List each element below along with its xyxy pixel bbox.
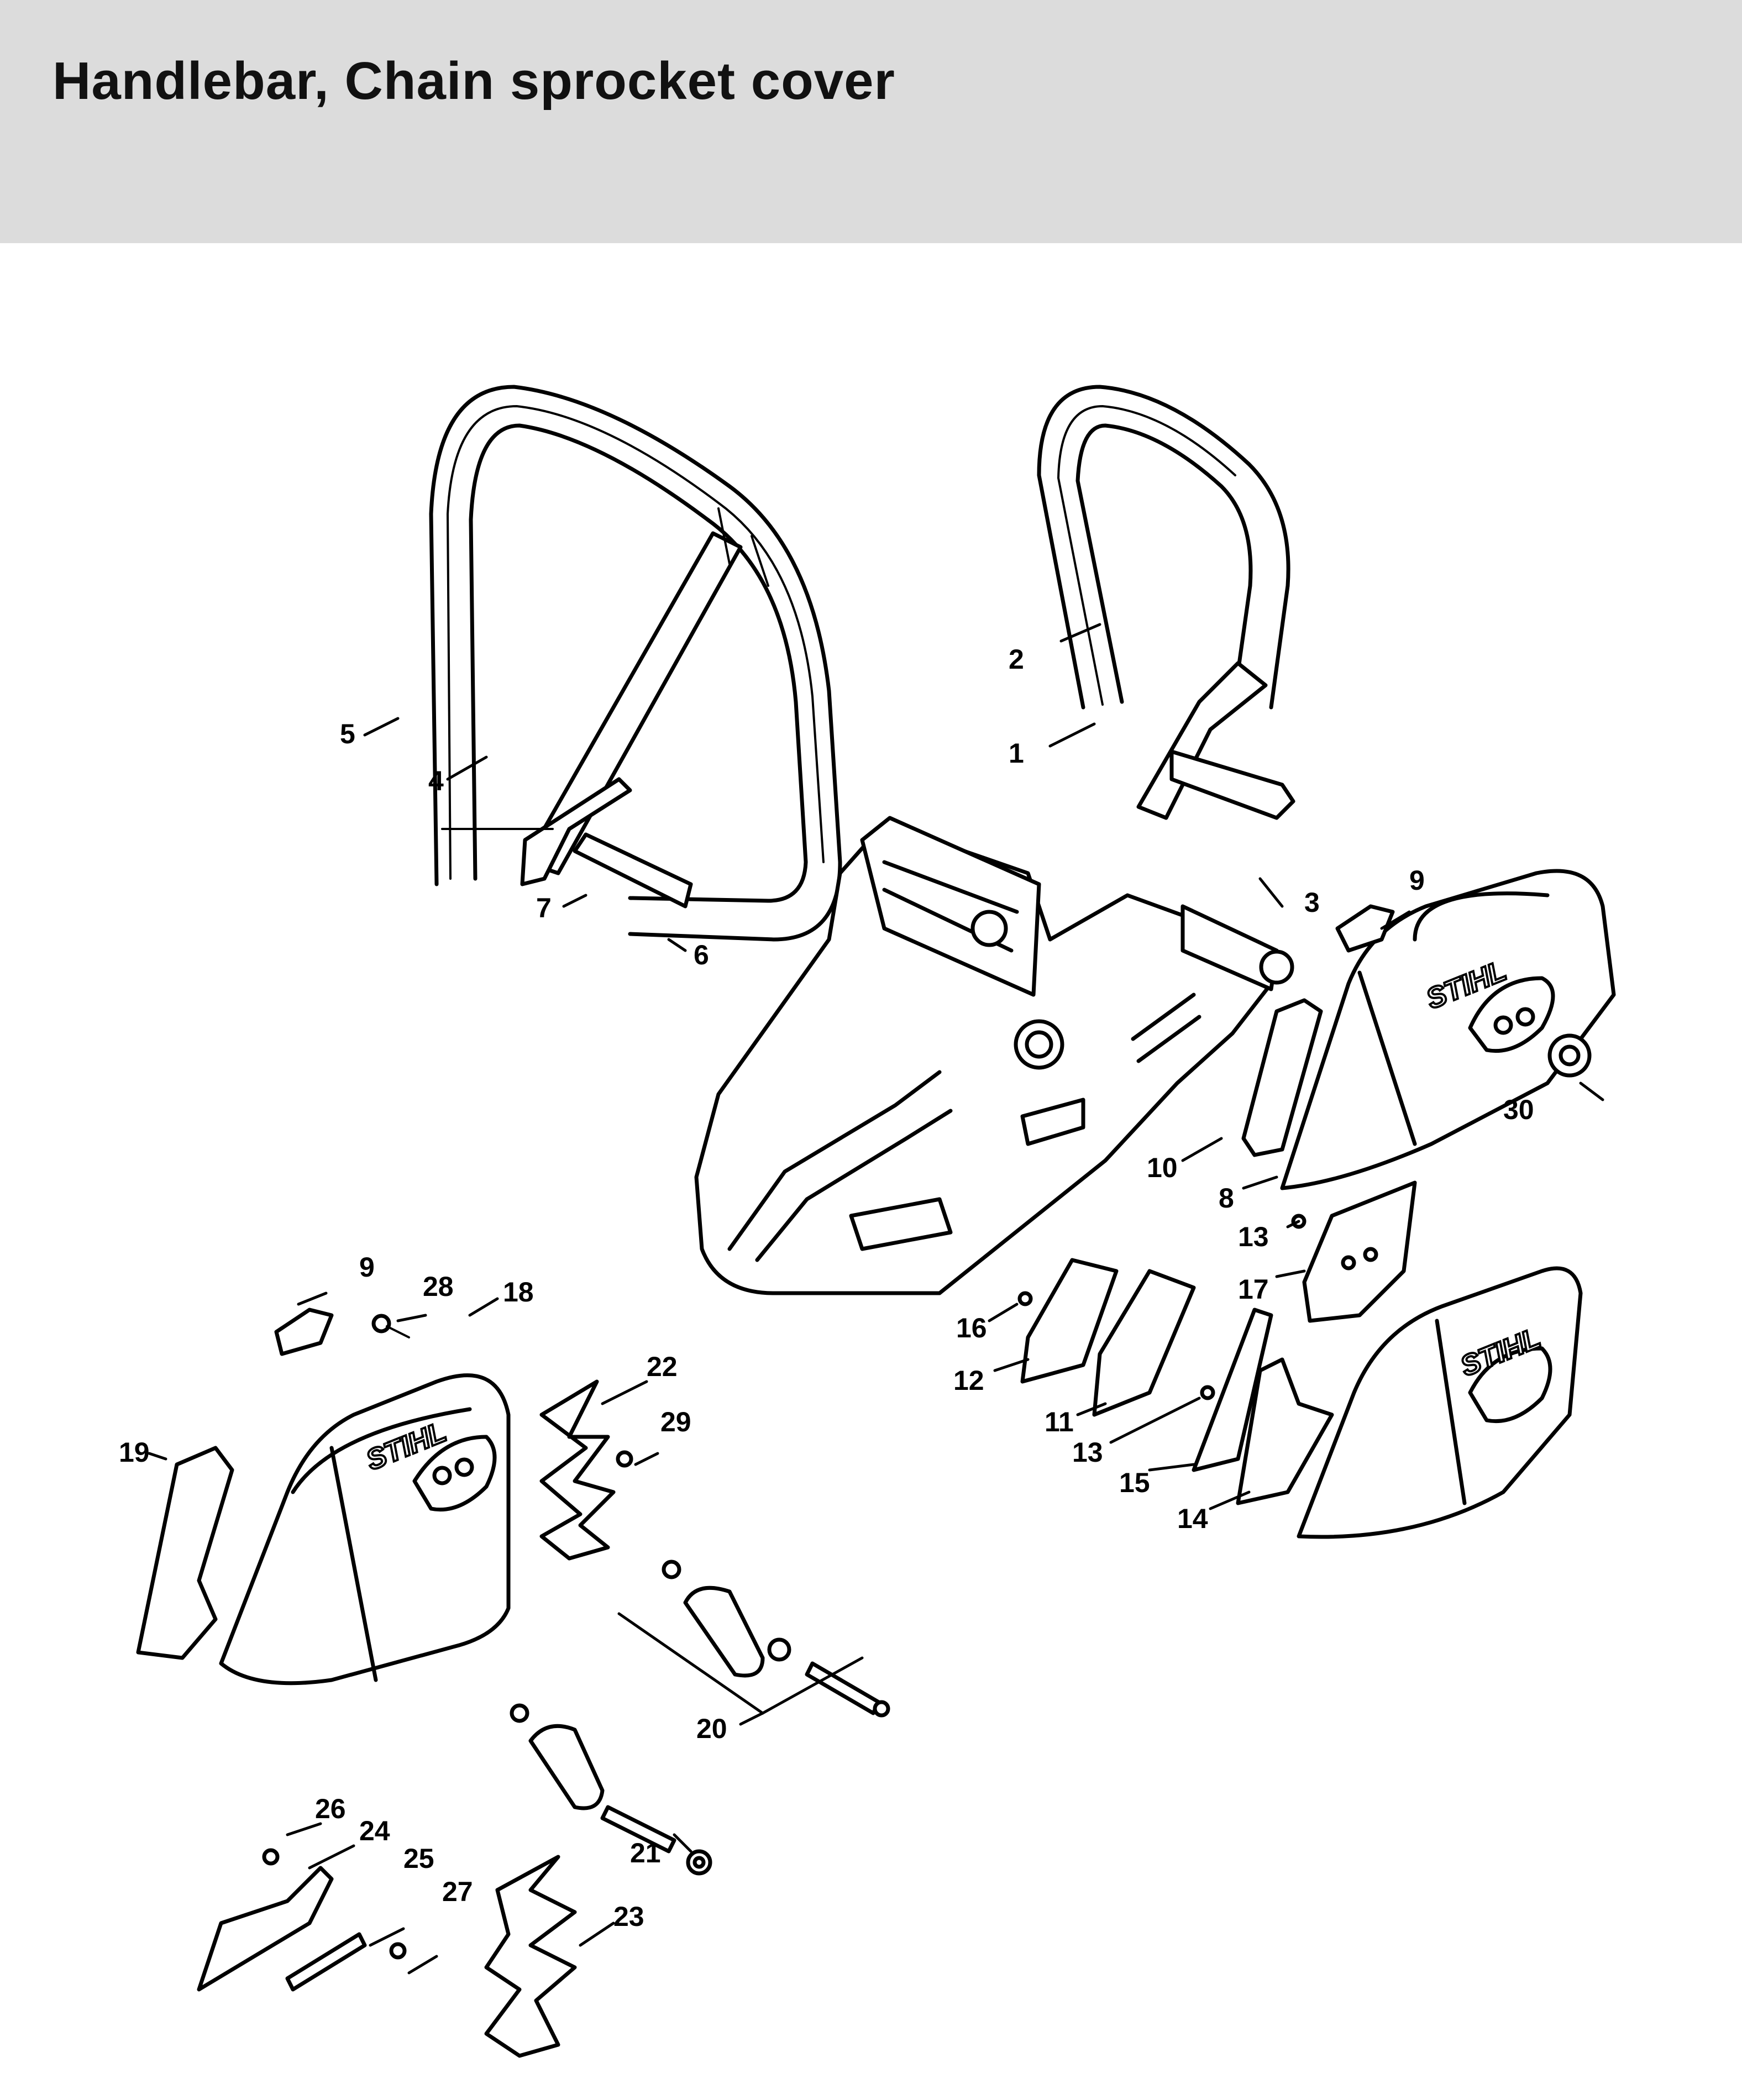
part-27-screw [389,1942,407,1960]
chain-sprocket-cover-upper: STIHL [1280,869,1616,1190]
callout-6: 6 [694,939,709,970]
part-13-screw-lower [1200,1385,1215,1400]
callout-27: 27 [442,1876,473,1907]
callout-7: 7 [536,893,552,923]
handlebar-small [1037,385,1295,820]
part-22-bumper-spike [539,1379,616,1561]
callout-13-upper: 13 [1238,1221,1269,1252]
callout-13-lower: 13 [1072,1437,1103,1468]
callout-numbers: 1 2 3 4 5 6 7 8 9 9 10 11 12 13 13 14 15… [119,644,1534,1932]
callout-1: 1 [1009,738,1024,769]
chain-sprocket-cover-left: STIHL [219,1373,511,1686]
part-29-screw [616,1450,633,1468]
callout-22: 22 [647,1351,678,1382]
part-21-nut [686,1849,712,1876]
part-20-tensioner-lower [510,1703,676,1854]
callout-2: 2 [1009,644,1024,675]
leader-lines [148,623,1604,1975]
callout-3: 3 [1304,887,1320,918]
callout-5: 5 [340,718,355,749]
part-26-screw [262,1848,280,1866]
page-title: Handlebar, Chain sprocket cover [53,51,895,111]
callout-4: 4 [428,765,444,796]
part-25-bar [285,1932,367,1992]
part-20-tensioner-upper [662,1560,890,1718]
callout-17: 17 [1238,1274,1269,1305]
chain-sprocket-cover-lower: STIHL [1297,1266,1583,1539]
handlebar-grip-ridges [441,507,769,830]
callout-15: 15 [1119,1467,1150,1498]
part-12-guide [1020,1258,1119,1384]
callout-29: 29 [660,1406,691,1437]
callout-8: 8 [1219,1183,1234,1214]
callout-12: 12 [953,1365,984,1396]
part-15-strip [1192,1308,1273,1472]
page-header: Handlebar, Chain sprocket cover [0,0,1742,243]
part-14-guard [1236,1357,1334,1505]
callout-25: 25 [403,1843,434,1874]
part-19-strip [136,1446,234,1660]
part-30-nut [1547,1033,1592,1078]
callout-16: 16 [956,1313,987,1343]
callout-11: 11 [1045,1406,1074,1437]
part-9-pad-lower [274,1308,334,1356]
callout-9-lower: 9 [359,1252,375,1283]
callout-30: 30 [1503,1094,1534,1125]
callout-19: 19 [119,1437,150,1468]
callout-24: 24 [359,1815,390,1846]
callout-28: 28 [423,1271,454,1302]
part-16-screw [1017,1291,1033,1306]
part-28-screw [371,1314,410,1338]
callout-14: 14 [1177,1503,1208,1534]
part-23-bumper-spike [484,1855,577,2058]
part-17-plate [1302,1180,1417,1323]
exploded-parts-diagram: STIHL STIHL STIHL [119,385,1616,2058]
callout-26: 26 [315,1793,346,1824]
part-10-strip [1241,998,1323,1157]
callout-18: 18 [503,1277,534,1308]
callout-9-upper: 9 [1409,865,1425,896]
handlebar-large [429,385,842,942]
part-24-plate [197,1866,334,1992]
callout-23: 23 [613,1901,644,1932]
engine-housing [694,816,1294,1295]
part-11-guide [1092,1269,1196,1417]
callout-10: 10 [1147,1152,1178,1183]
callout-21: 21 [630,1838,661,1868]
callout-20: 20 [696,1713,727,1744]
